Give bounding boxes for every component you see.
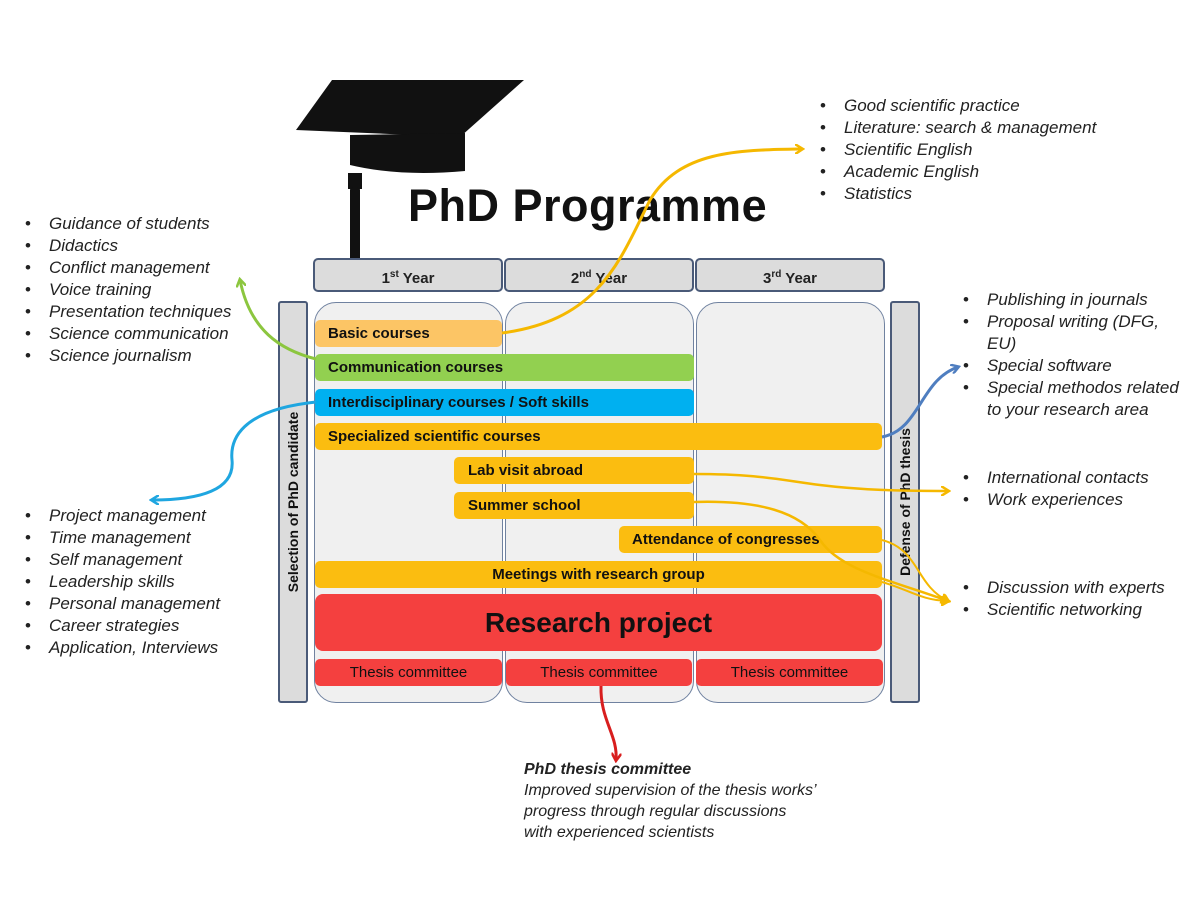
list-item: Proposal writing (DFG,EU) xyxy=(963,311,1179,355)
bar-congresses: Attendance of congresses xyxy=(619,526,882,553)
list-item: Science journalism xyxy=(25,345,231,367)
list-item: Career strategies xyxy=(25,615,220,637)
list-item: Conflict management xyxy=(25,257,231,279)
bar-basic-courses: Basic courses xyxy=(315,320,502,347)
arrow-specialized-to-right xyxy=(881,367,958,439)
committee-note-line: progress through regular discussions xyxy=(524,803,787,820)
list-item: Guidance of students xyxy=(25,213,231,235)
list-item: Science communication xyxy=(25,323,231,345)
committee-note: PhD thesis committee Improved supervisio… xyxy=(524,759,817,843)
arrow-basic-to-topright xyxy=(501,149,802,335)
list-item: Didactics xyxy=(25,235,231,257)
bar-research-project: Research project xyxy=(315,594,882,651)
bar-lab-visit: Lab visit abroad xyxy=(454,457,694,484)
list-bottom-left: Project management Time management Self … xyxy=(25,505,220,659)
list-item: Leadership skills xyxy=(25,571,220,593)
list-top-right: Good scientific practice Literature: sea… xyxy=(820,95,1096,205)
list-item: International contacts xyxy=(963,467,1149,489)
list-item: Statistics xyxy=(820,183,1096,205)
list-item: Discussion with experts xyxy=(963,577,1165,599)
arrow-interdisciplinary-to-bottomleft xyxy=(152,400,317,500)
graduation-cap-icon xyxy=(296,80,524,278)
thesis-committee-2: Thesis committee xyxy=(506,659,692,686)
page-title: PhD Programme xyxy=(408,180,768,231)
bar-interdisciplinary-courses: Interdisciplinary courses / Soft skills xyxy=(315,389,694,416)
list-top-left: Guidance of students Didactics Conflict … xyxy=(25,213,231,367)
list-right-bottom: Discussion with experts Scientific netwo… xyxy=(963,577,1165,621)
committee-note-line: with experienced scientists xyxy=(524,824,715,841)
list-item: Personal management xyxy=(25,593,220,615)
list-item: Literature: search & management xyxy=(820,117,1096,139)
list-item: Self management xyxy=(25,549,220,571)
list-item: Time management xyxy=(25,527,220,549)
selection-sidebar: Selection of PhD candidate xyxy=(278,301,308,703)
list-right-top: Publishing in journals Proposal writing … xyxy=(963,289,1179,421)
list-item: Scientific networking xyxy=(963,599,1165,621)
list-item: Special software xyxy=(963,355,1179,377)
list-item: Presentation techniques xyxy=(25,301,231,323)
list-item: Publishing in journals xyxy=(963,289,1179,311)
year-header-3: 3rd Year xyxy=(695,258,885,292)
bar-meetings: Meetings with research group xyxy=(315,561,882,588)
list-item: Good scientific practice xyxy=(820,95,1096,117)
committee-note-line: Improved supervision of the thesis works… xyxy=(524,782,817,799)
year-header-1: 1st Year xyxy=(313,258,503,292)
list-item: Application, Interviews xyxy=(25,637,220,659)
bar-summer-school: Summer school xyxy=(454,492,694,519)
list-item: Academic English xyxy=(820,161,1096,183)
defense-sidebar: Defense of PhD thesis xyxy=(890,301,920,703)
list-item: Project management xyxy=(25,505,220,527)
arrow-communication-to-topleft xyxy=(240,280,317,361)
committee-note-heading: PhD thesis committee xyxy=(524,761,692,778)
list-item: Voice training xyxy=(25,279,231,301)
arrow-committee-down xyxy=(599,685,616,760)
arrow-lab-to-contacts xyxy=(693,472,948,491)
bar-specialized-courses: Specialized scientific courses xyxy=(315,423,882,450)
bar-communication-courses: Communication courses xyxy=(315,354,694,381)
thesis-committee-3: Thesis committee xyxy=(696,659,883,686)
list-item: Scientific English xyxy=(820,139,1096,161)
arrow-meetings-to-experts xyxy=(881,581,948,601)
arrow-congress-to-experts xyxy=(881,539,948,601)
thesis-committee-1: Thesis committee xyxy=(315,659,502,686)
list-right-mid: International contacts Work experiences xyxy=(963,467,1149,511)
arrow-summer-to-experts xyxy=(693,500,948,601)
list-item: Work experiences xyxy=(963,489,1149,511)
